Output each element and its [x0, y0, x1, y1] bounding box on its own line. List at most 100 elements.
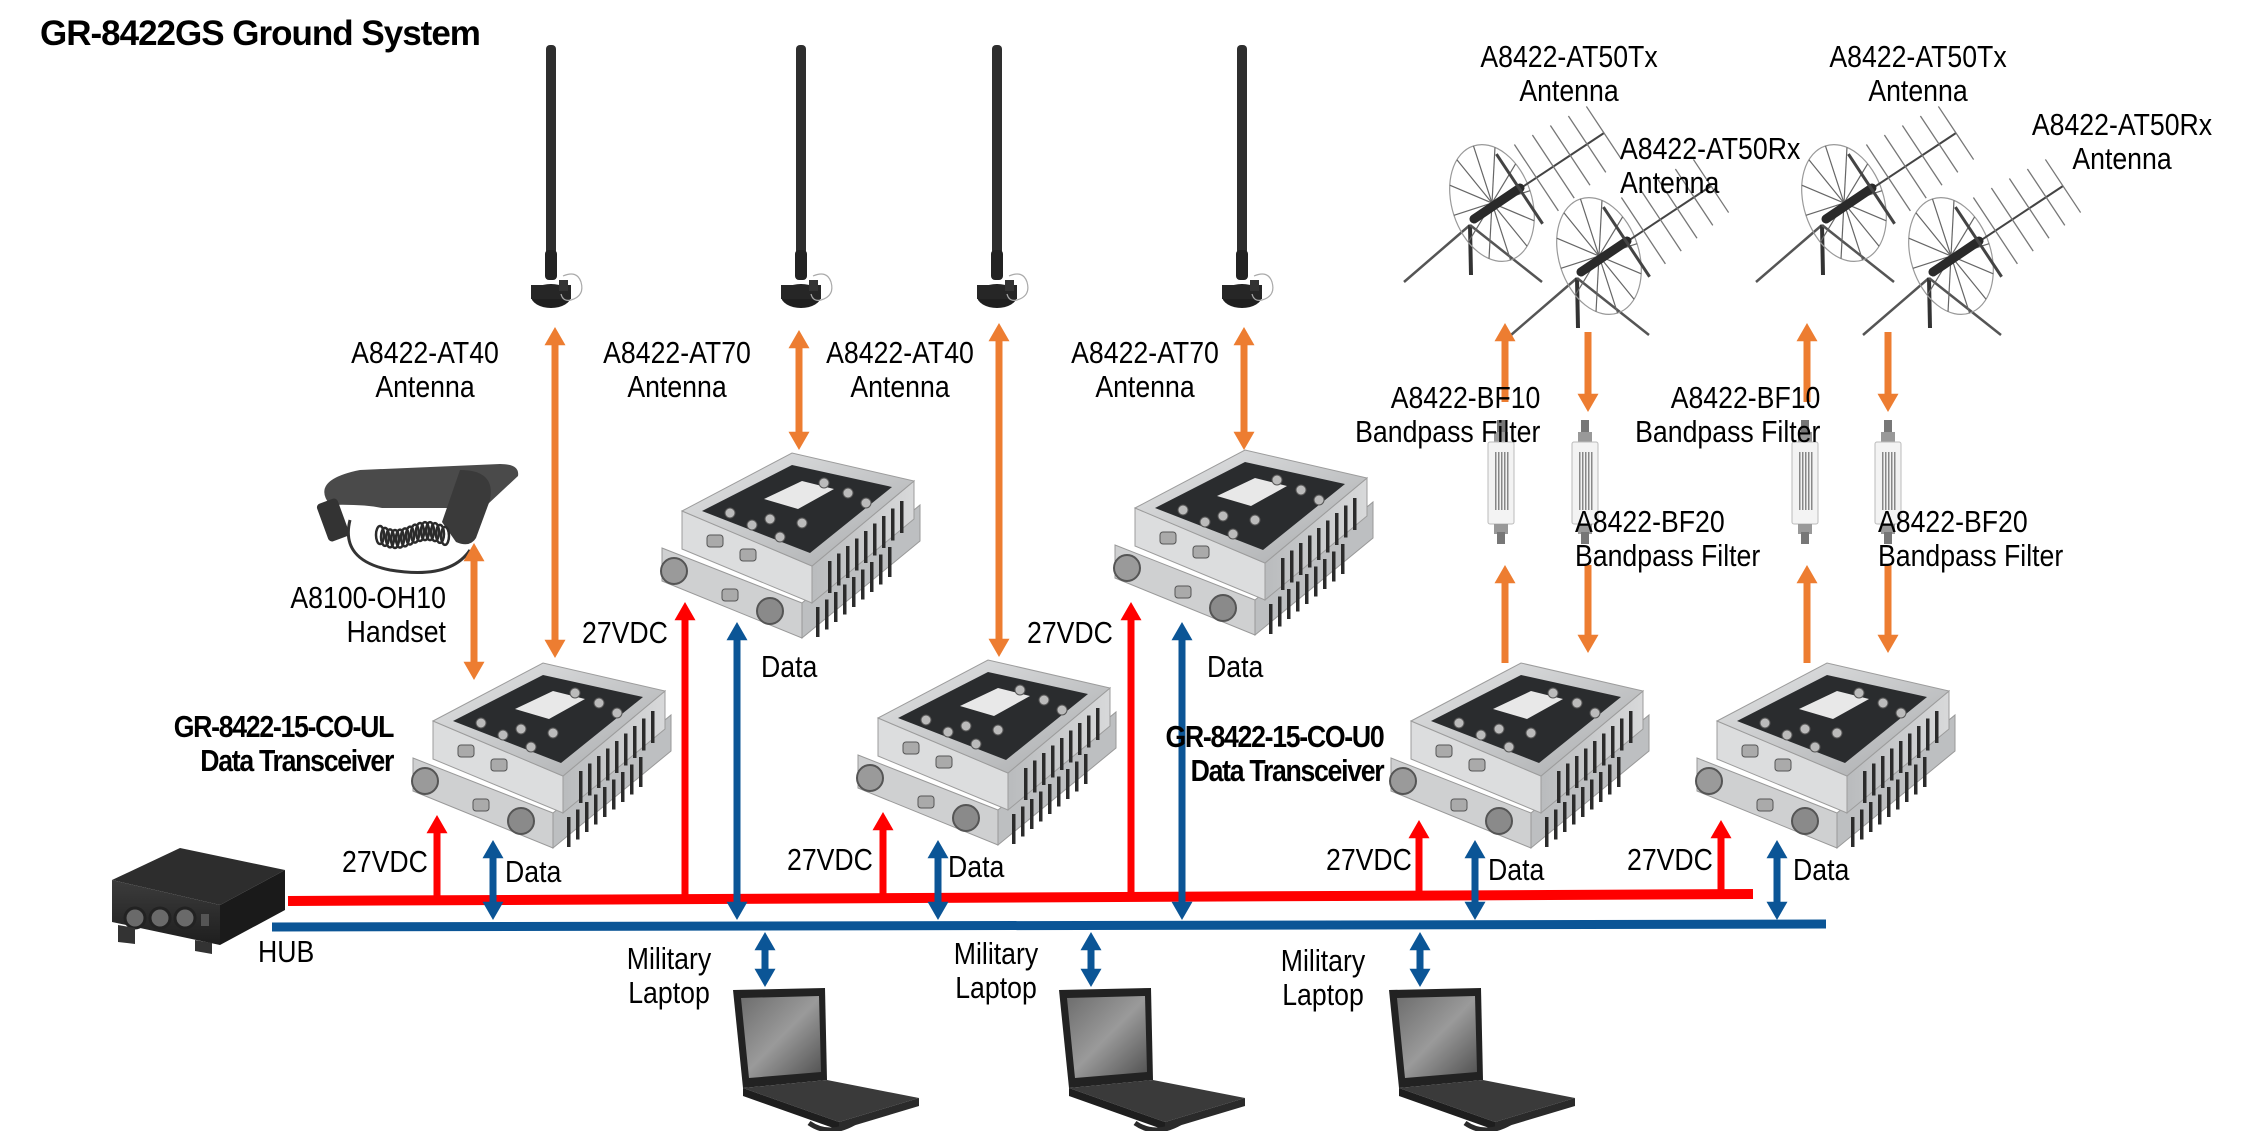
antenna-cap: [1005, 280, 1014, 291]
yagi-element: [1865, 144, 1911, 212]
laptop-front: [1399, 1088, 1495, 1130]
yagi-element: [1567, 115, 1607, 173]
data-link-u0-1: [1464, 840, 1486, 920]
rf-link-at40-1: [544, 327, 566, 658]
hub-top: [112, 848, 285, 905]
antenna-rod: [1237, 45, 1247, 255]
cooling-fin: [594, 794, 598, 825]
laptop-keyboard-deck: [1399, 1080, 1575, 1122]
rf-link-tx-2-lower: [1796, 565, 1818, 663]
filter-model: A8422-BF20: [1575, 504, 1725, 539]
cooling-fin: [1611, 726, 1615, 758]
rf-connector: [1192, 545, 1210, 559]
panel-connector: [1525, 727, 1537, 739]
antenna-joint: [991, 250, 1003, 280]
hub-device: [112, 848, 285, 954]
antenna-cap: [559, 280, 568, 291]
arrow-head: [872, 812, 894, 831]
panel-label: [1493, 691, 1563, 719]
laptop-side: [1495, 1098, 1575, 1130]
tripod-leg: [1469, 224, 1543, 283]
cooling-fin: [603, 787, 607, 817]
panel-connector: [569, 687, 581, 699]
panel-connector: [1547, 687, 1559, 699]
cooling-fin: [1051, 745, 1055, 778]
cooling-fin: [1590, 779, 1594, 810]
filter-connector: [1581, 420, 1589, 436]
handset-coil: [394, 528, 406, 549]
power-label: 27VDC: [1326, 842, 1412, 877]
panel-connector: [1249, 514, 1261, 526]
cooling-fin: [1602, 733, 1606, 766]
panel-connector: [1809, 741, 1821, 753]
cooling-fin: [1608, 764, 1612, 795]
cooling-fin: [834, 592, 838, 622]
cooling-fin: [1060, 738, 1064, 770]
tripod-leg: [1928, 277, 2002, 336]
cooling-fin: [1593, 741, 1597, 773]
panel-connector: [970, 738, 982, 750]
yagi-element: [2044, 159, 2082, 213]
laptop-label-line1: Military: [953, 936, 1039, 971]
tripod-leg: [1576, 277, 1650, 336]
handset-coil: [399, 527, 411, 548]
arrow-head: [1233, 327, 1255, 346]
cooling-fin: [1278, 596, 1282, 627]
cooling-fin: [864, 531, 868, 563]
cooling-fin: [846, 546, 850, 578]
rf-connector: [1756, 798, 1774, 812]
cooling-fin: [588, 763, 592, 796]
cooling-fin: [1890, 748, 1894, 781]
arrow-head: [927, 901, 949, 920]
data-transceiver: [660, 452, 921, 640]
laptop-label-line2: Laptop: [628, 975, 710, 1010]
cooling-fin: [1332, 551, 1336, 582]
cooling-fin: [1869, 802, 1873, 832]
cooling-fin: [1572, 794, 1576, 825]
yagi-feed: [1821, 183, 1877, 224]
handset-coil: [389, 528, 401, 550]
data-label: Data: [948, 849, 1005, 884]
hub-connector: [173, 906, 197, 930]
power-link-upper-2: [1120, 602, 1142, 897]
cooling-fin: [1599, 772, 1603, 802]
page-title: GR-8422GS Ground System: [40, 14, 481, 53]
handset-coil: [414, 521, 426, 543]
cooling-fin: [1314, 566, 1318, 597]
panel-connector: [942, 726, 954, 738]
control-panel: [1431, 675, 1621, 763]
arrow-head: [463, 543, 485, 562]
yagi-antenna: [1510, 159, 1730, 336]
cooling-fin: [1087, 715, 1091, 748]
arrow-head: [463, 661, 485, 680]
antenna-lanyard: [810, 273, 833, 301]
filter-type: Bandpass Filter: [1575, 538, 1761, 573]
cooling-fin: [612, 779, 616, 810]
filter-print: [1507, 452, 1509, 510]
panel-connector: [920, 714, 932, 726]
panel-connector: [525, 741, 537, 753]
cooling-fin: [825, 599, 829, 630]
cooling-fin: [1557, 771, 1561, 803]
antenna-joint: [795, 250, 807, 280]
cooling-fin: [1872, 763, 1876, 796]
power-link-ul: [426, 815, 448, 900]
antenna-cap: [809, 280, 818, 291]
arrow-head: [1464, 840, 1486, 859]
filter-print: [1579, 452, 1581, 510]
yagi-element: [1937, 106, 1975, 160]
panel-connector: [1895, 707, 1907, 719]
circular-connector: [1209, 594, 1237, 622]
yagi-element: [1638, 187, 1682, 252]
handset-coil: [419, 520, 431, 542]
panel-connector: [593, 697, 605, 709]
panel-connector: [1781, 729, 1793, 741]
hub-foot: [195, 940, 212, 954]
tripod-leg: [1755, 224, 1823, 283]
circular-connector: [411, 767, 439, 795]
panel-connector: [1217, 510, 1229, 522]
